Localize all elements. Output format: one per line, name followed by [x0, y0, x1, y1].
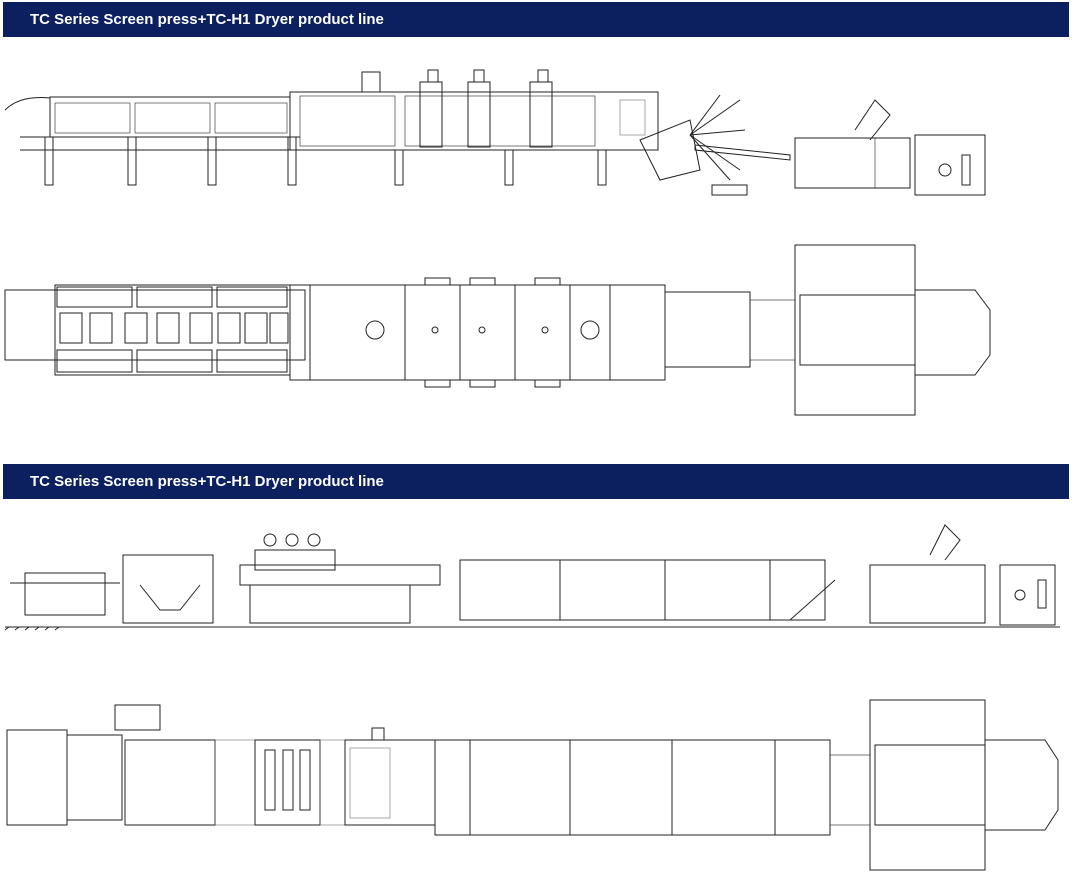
section-title: TC Series Screen press+TC-H1 Dryer produ… — [30, 11, 384, 28]
section-title: TC Series Screen press+TC-H1 Dryer produ… — [30, 473, 384, 490]
section-header-2: TC Series Screen press+TC-H1 Dryer produ… — [3, 464, 1069, 499]
line2-top-view-drawing — [6, 699, 1059, 871]
section-header-1: TC Series Screen press+TC-H1 Dryer produ… — [3, 2, 1069, 37]
line2-side-view-drawing — [4, 524, 1060, 631]
line1-top-view-drawing — [4, 244, 991, 416]
line1-side-view-drawing — [4, 69, 986, 196]
